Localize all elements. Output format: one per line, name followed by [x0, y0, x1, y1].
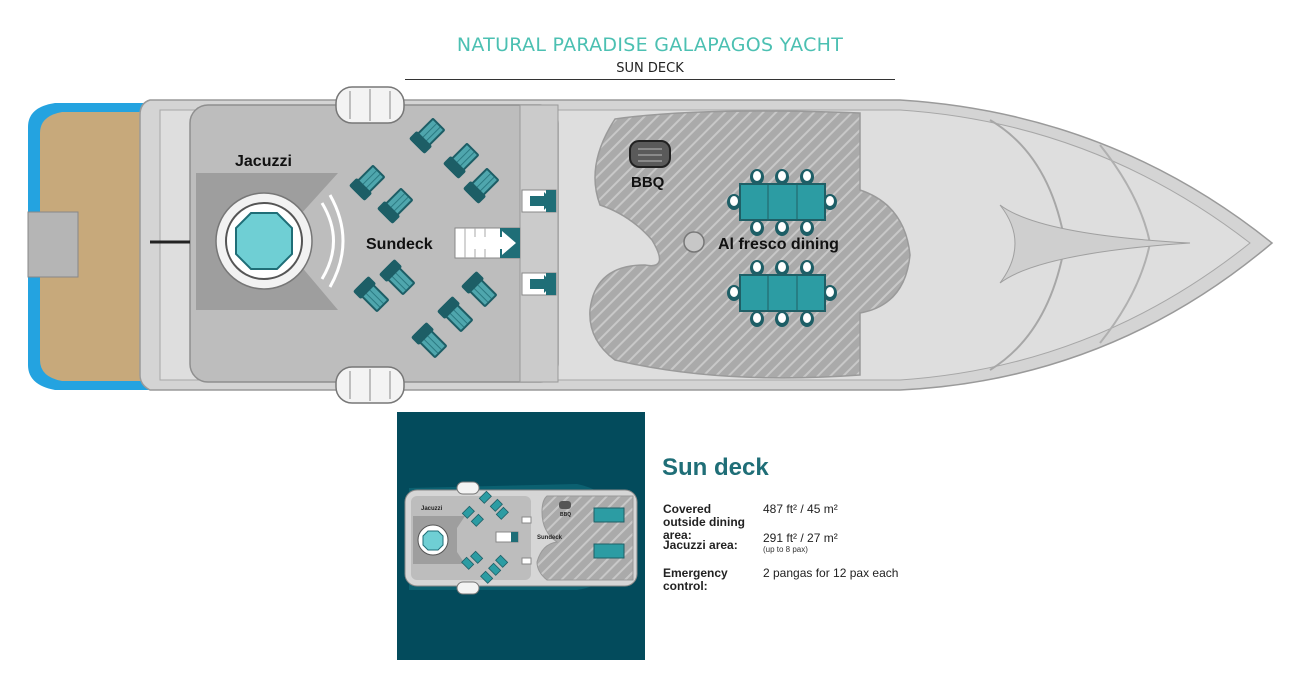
thumb-jacuzzi-label: Jacuzzi [421, 506, 443, 512]
spec-value-jacuzzi-text: 291 ft² / 27 m² [763, 531, 838, 545]
spec-value-emergency: 2 pangas for 12 pax each [763, 566, 899, 580]
sun-deck-plan: Jacuzzi Sundeck BBQ Al fresco dining [27, 86, 1274, 404]
spec-label-emergency: Emergency control: [663, 566, 728, 593]
thumb-bbq-label: BBQ [560, 512, 571, 518]
dining-table-icon [727, 169, 837, 236]
thumb-sundeck-label: Sundeck [537, 535, 563, 541]
spec-label-jacuzzi: Jacuzzi area: [663, 538, 738, 552]
stairs-arrow-icon [454, 227, 521, 259]
sundeck-label: Sundeck [366, 236, 433, 253]
info-title: Sun deck [662, 454, 769, 481]
life-raft-icon [335, 86, 405, 124]
jacuzzi-icon [235, 212, 293, 270]
bbq-grill-icon [629, 140, 671, 168]
spec-label-dining: Covered outside dining area: [663, 502, 745, 542]
spec-value-jacuzzi: 291 ft² / 27 m² (up to 8 pax) [763, 532, 923, 555]
dining-label: Al fresco dining [718, 236, 839, 253]
dining-area [589, 110, 911, 379]
jacuzzi-label: Jacuzzi [235, 153, 292, 170]
title-divider [405, 79, 895, 80]
spec-value-dining: 487 ft² / 45 m² [763, 502, 838, 516]
page-title: NATURAL PARADISE GALAPAGOS YACHT [456, 34, 844, 56]
deck-subtitle: SUN DECK [616, 61, 684, 76]
stairs-arrow-icon [521, 189, 557, 213]
stairs-arrow-icon [521, 272, 557, 296]
deck-thumbnail: Jacuzzi Sundeck BBQ [397, 412, 645, 660]
life-raft-icon [335, 366, 405, 404]
spec-note-jacuzzi: (up to 8 pax) [763, 545, 808, 554]
dining-table-icon [727, 260, 837, 327]
bbq-label: BBQ [631, 174, 665, 191]
